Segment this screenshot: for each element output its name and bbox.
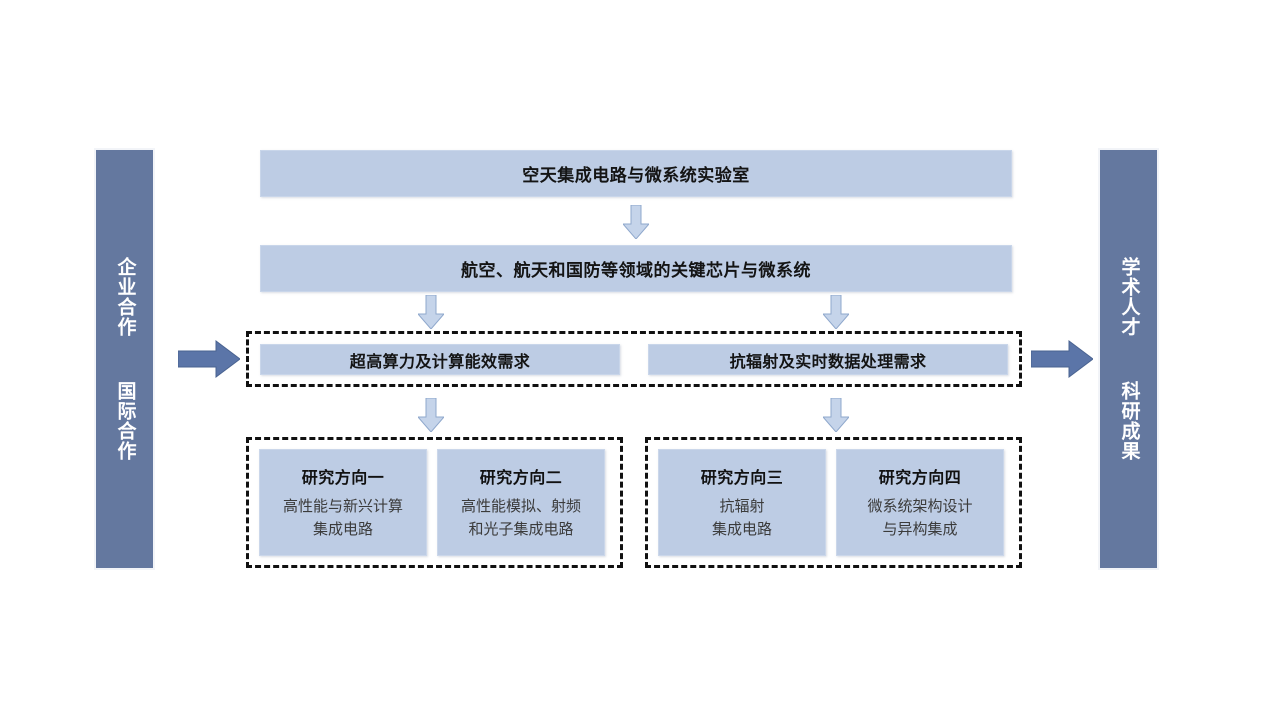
demand-box-radiation: 抗辐射及实时数据处理需求: [648, 344, 1008, 375]
mission-box: 航空、航天和国防等领域的关键芯片与微系统: [260, 245, 1012, 292]
research-dashed-group-2: [645, 437, 1022, 568]
arrow-down-icon-lab-to-mission: [623, 205, 649, 239]
research-card-4-desc: 微系统架构设计 与异构集成: [867, 497, 973, 538]
research-card-2-desc: 高性能模拟、射频 和光子集成电路: [460, 497, 581, 538]
demand-label-radiation: 抗辐射及实时数据处理需求: [729, 353, 927, 371]
mission-label: 航空、航天和国防等领域的关键芯片与微系统: [461, 261, 811, 280]
arrow-down-icon-demand-to-research-1: [418, 398, 444, 432]
demand-dashed-group: [246, 331, 1022, 387]
research-card-1: 研究方向一 高性能与新兴计算 集成电路: [259, 449, 427, 556]
arrow-right-icon-left: [178, 339, 240, 379]
left-bar-label: 企业合作 国际合作: [114, 257, 136, 461]
research-card-2-title: 研究方向二: [479, 469, 563, 487]
arrow-right-icon-right: [1031, 339, 1093, 379]
lab-title-box: 空天集成电路与微系统实验室: [260, 150, 1012, 197]
demand-box-compute: 超高算力及计算能效需求: [260, 344, 620, 375]
research-dashed-group-1: [246, 437, 623, 568]
right-bar-label: 学术人才 科研成果: [1118, 257, 1140, 461]
research-card-2: 研究方向二 高性能模拟、射频 和光子集成电路: [437, 449, 605, 556]
left-vertical-bar: 企业合作 国际合作: [96, 150, 153, 568]
arrow-down-icon-mission-to-demand-1: [418, 295, 444, 329]
demand-label-compute: 超高算力及计算能效需求: [349, 353, 531, 371]
lab-title-label: 空天集成电路与微系统实验室: [522, 166, 750, 185]
research-card-3-title: 研究方向三: [700, 469, 784, 487]
research-card-3-desc: 抗辐射 集成电路: [711, 497, 772, 538]
arrow-down-icon-demand-to-research-2: [823, 398, 849, 432]
research-card-3: 研究方向三 抗辐射 集成电路: [658, 449, 826, 556]
research-card-4-title: 研究方向四: [878, 469, 962, 487]
right-vertical-bar: 学术人才 科研成果: [1100, 150, 1157, 568]
arrow-down-icon-mission-to-demand-2: [823, 295, 849, 329]
research-card-1-title: 研究方向一: [301, 469, 385, 487]
research-card-4: 研究方向四 微系统架构设计 与异构集成: [836, 449, 1004, 556]
research-card-1-desc: 高性能与新兴计算 集成电路: [282, 497, 403, 538]
